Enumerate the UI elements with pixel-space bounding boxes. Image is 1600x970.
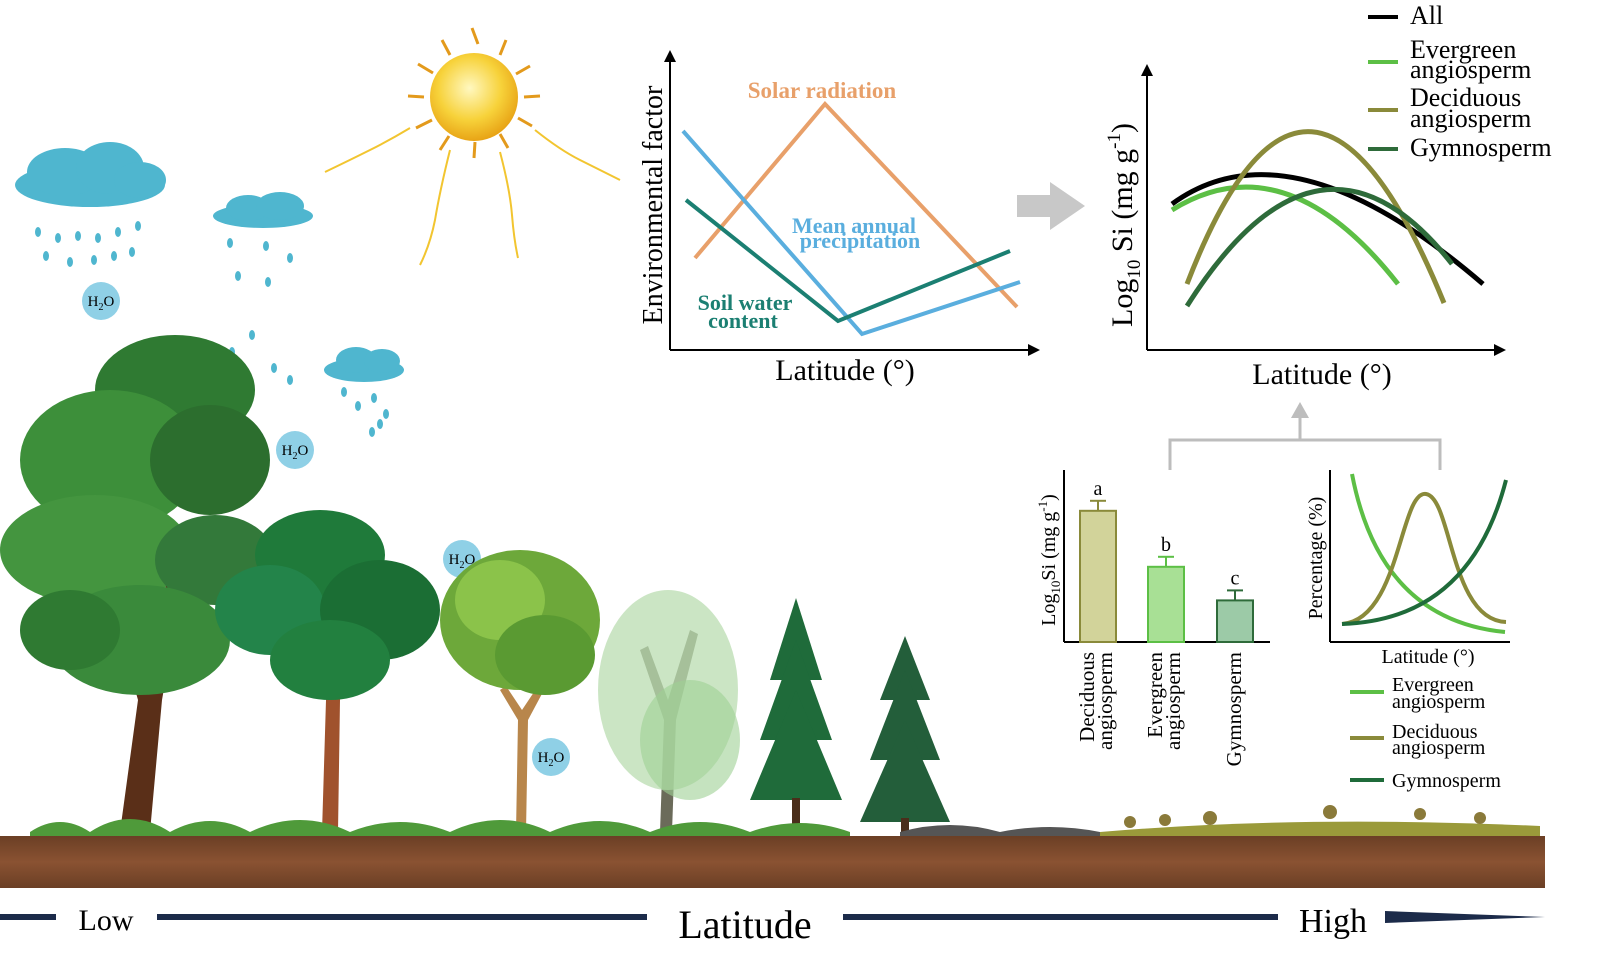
precipitation-label-2: precipitation bbox=[800, 228, 921, 253]
rain-drops bbox=[35, 221, 141, 267]
bar-y-label: Log10Si (mg g-1) bbox=[1035, 494, 1063, 626]
pct-label-evergreen-2: angiosperm bbox=[1392, 691, 1486, 713]
low-label: Low bbox=[79, 904, 134, 937]
cloud-icon bbox=[324, 347, 404, 382]
significance-letter: a bbox=[1094, 478, 1103, 500]
bar bbox=[1079, 509, 1117, 643]
latitude-title: Latitude bbox=[678, 902, 811, 947]
tree-round bbox=[440, 550, 600, 832]
high-label: High bbox=[1299, 903, 1367, 940]
h2o-label: H2O bbox=[282, 443, 309, 462]
soil-water-label-2: content bbox=[708, 308, 778, 333]
h2o-label: H2O bbox=[449, 552, 476, 571]
tree-conifer bbox=[860, 636, 950, 832]
tree-deciduous-bare bbox=[598, 590, 740, 832]
significance-letter: b bbox=[1161, 534, 1171, 556]
bar-category-label: angiosperm bbox=[1161, 652, 1185, 750]
si-y-arrow bbox=[1141, 64, 1153, 76]
sun-icon bbox=[324, 27, 621, 266]
bar-category-label: Evergreen bbox=[1143, 652, 1167, 738]
bars: aDeciduousangiospermbEvergreenangiosperm… bbox=[1075, 478, 1254, 766]
precipitation-label-1: Mean annual bbox=[792, 213, 916, 238]
cloud-icon bbox=[15, 142, 166, 207]
bar bbox=[1216, 599, 1254, 644]
legend-label-evergreen-1: Evergreen bbox=[1410, 35, 1516, 64]
h2o-label: H2O bbox=[538, 750, 565, 769]
log-si-chart: Log10 Si (mg g-1) Latitude (°) bbox=[1104, 64, 1506, 391]
pct-y-label: Percentage (%) bbox=[1305, 497, 1327, 620]
pct-curve-gymnosperm bbox=[1341, 479, 1508, 626]
sun-rays bbox=[407, 27, 541, 159]
si-x-label: Latitude (°) bbox=[1252, 358, 1391, 391]
pct-label-gymnosperm: Gymnosperm bbox=[1392, 770, 1501, 792]
connector-bracket bbox=[1168, 412, 1442, 470]
log-si-bar-chart: Log10Si (mg g-1) aDeciduousangiospermbEv… bbox=[1035, 470, 1270, 766]
rain-drops bbox=[341, 387, 389, 437]
si-y-label: Log10 Si (mg g-1) bbox=[1104, 123, 1145, 327]
tree-conifer bbox=[750, 598, 842, 832]
si-curve-gymnosperm bbox=[1184, 186, 1454, 308]
up-arrow-icon bbox=[1291, 402, 1309, 418]
env-x-arrow bbox=[1028, 344, 1040, 356]
soil-water-line bbox=[684, 198, 1011, 324]
pct-legend: Evergreen angiosperm Deciduous angiosper… bbox=[1350, 674, 1501, 792]
h2o-label: H2O bbox=[88, 294, 115, 313]
legend-label-deciduous-1: Deciduous bbox=[1410, 83, 1521, 112]
shrubs bbox=[1124, 805, 1486, 828]
right-arrow-icon bbox=[1017, 182, 1085, 230]
legend-label-deciduous-2: angiosperm bbox=[1410, 104, 1531, 133]
solar-radiation-line bbox=[693, 100, 1019, 309]
legend-label-evergreen-2: angiosperm bbox=[1410, 55, 1531, 84]
pct-label-deciduous-2: angiosperm bbox=[1392, 737, 1486, 759]
legend-label-gymnosperm: Gymnosperm bbox=[1410, 133, 1552, 162]
latitude-gradient-bar: Low Latitude High bbox=[0, 902, 1545, 947]
h2o-icon: H2O bbox=[82, 282, 120, 320]
pct-x-label: Latitude (°) bbox=[1382, 646, 1475, 668]
significance-letter: c bbox=[1231, 567, 1240, 589]
h2o-icon: H2O bbox=[276, 431, 314, 469]
pct-curve-deciduous bbox=[1341, 492, 1507, 626]
si-x-arrow bbox=[1494, 344, 1506, 356]
gradient-arrow-head bbox=[1385, 911, 1545, 923]
env-y-label: Environmental factor bbox=[638, 85, 669, 324]
env-y-arrow bbox=[664, 50, 676, 62]
si-curve-evergreen bbox=[1170, 184, 1400, 286]
env-x-label: Latitude (°) bbox=[775, 354, 914, 387]
cloud-icon bbox=[213, 192, 313, 228]
tree-broadleaf bbox=[215, 510, 440, 832]
h2o-icon: H2O bbox=[532, 738, 570, 776]
pct-curve-evergreen bbox=[1350, 473, 1506, 634]
bar-category-label: Deciduous bbox=[1075, 652, 1099, 742]
soil-water-label-1: Soil water bbox=[698, 290, 793, 315]
bar-category-label: angiosperm bbox=[1093, 652, 1117, 750]
pct-label-evergreen-1: Evergreen bbox=[1392, 674, 1474, 696]
soil-band bbox=[0, 836, 1545, 888]
bar-category-label: Gymnosperm bbox=[1222, 652, 1246, 766]
percentage-chart: Percentage (%) Latitude (°) bbox=[1305, 470, 1510, 668]
sun-beams bbox=[324, 127, 621, 266]
gradient-segment-mid-left bbox=[157, 914, 647, 920]
legend-label-all: All bbox=[1410, 1, 1443, 30]
solar-radiation-label: Solar radiation bbox=[748, 78, 897, 103]
pct-label-deciduous-1: Deciduous bbox=[1392, 721, 1478, 743]
environmental-factor-chart: Environmental factor Latitude (°) Solar … bbox=[638, 50, 1040, 387]
precipitation-line bbox=[681, 129, 1021, 337]
si-curve-deciduous bbox=[1184, 129, 1447, 304]
gradient-segment-left bbox=[0, 914, 56, 920]
bar bbox=[1147, 565, 1185, 643]
si-legend: All Evergreen angiosperm Deciduous angio… bbox=[1368, 1, 1552, 162]
gradient-segment-mid-right bbox=[843, 914, 1278, 920]
tree-tall-broadleaf bbox=[0, 335, 275, 832]
grass-strip bbox=[30, 819, 1540, 840]
